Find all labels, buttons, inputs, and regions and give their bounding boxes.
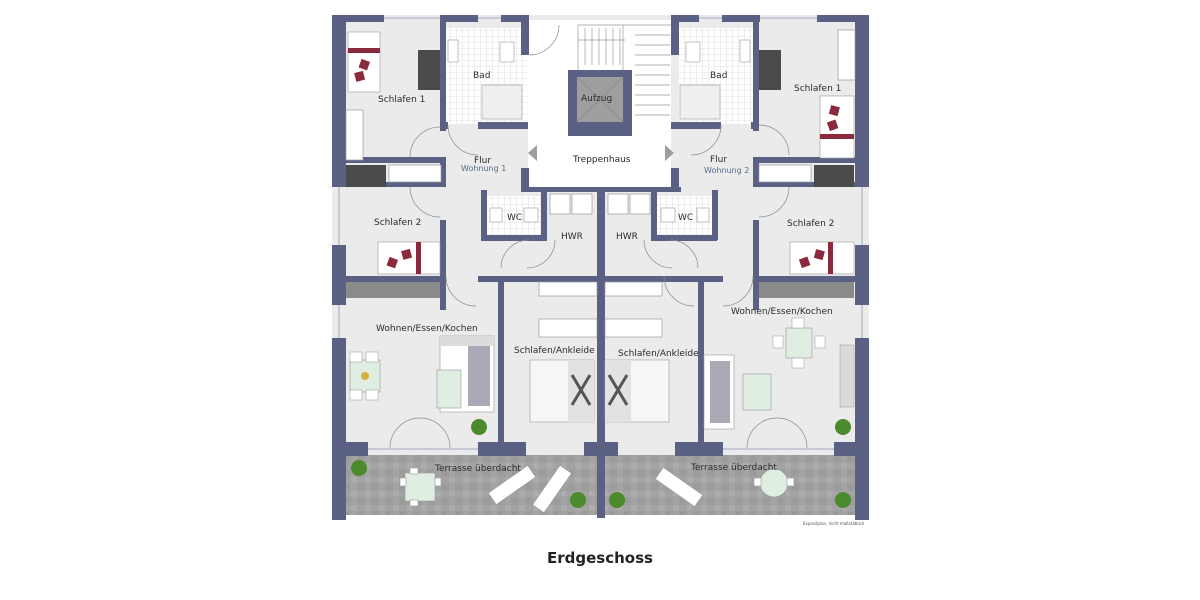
room-label-left-schlafen2: Schlafen 2 bbox=[374, 218, 421, 228]
plants bbox=[351, 372, 851, 508]
room-label-right-hwr: HWR bbox=[616, 232, 638, 242]
room-label-aufzug: Aufzug bbox=[581, 94, 612, 104]
room-label-right-wohnen: Wohnen/Essen/Kochen bbox=[731, 307, 833, 317]
room-label-right-ankleide: Schlafen/Ankleide bbox=[618, 349, 699, 359]
room-label-left-flur: Flur bbox=[474, 156, 491, 166]
arrow-left-icon bbox=[528, 145, 537, 161]
doors bbox=[389, 24, 808, 449]
room-label-left-flur-sub: Wohnung 1 bbox=[461, 164, 506, 173]
pillows bbox=[354, 58, 840, 269]
elevator-cross bbox=[576, 76, 624, 123]
room-label-right-schlafen2: Schlafen 2 bbox=[787, 219, 834, 229]
walls bbox=[332, 15, 869, 520]
right-kitchen-wall-counter bbox=[839, 344, 855, 408]
desks bbox=[346, 50, 854, 187]
room-label-treppenhaus: Treppenhaus bbox=[572, 155, 631, 165]
room-label-left-terrasse: Terrasse überdacht bbox=[434, 464, 521, 474]
living-furniture bbox=[349, 317, 826, 430]
arrow-right-icon bbox=[665, 145, 674, 161]
room-label-left-wohnen: Wohnen/Essen/Kochen bbox=[376, 324, 478, 334]
left-kitchen-counter bbox=[346, 282, 441, 298]
room-labels: Schlafen 1 Bad Aufzug Bad Schlafen 1 Flu… bbox=[374, 71, 841, 474]
footnote: Exposéplan, nicht maßstäblich bbox=[803, 521, 865, 526]
bath-fixtures bbox=[447, 39, 751, 223]
room-label-right-terrasse: Terrasse überdacht bbox=[690, 463, 777, 473]
room-label-left-bad: Bad bbox=[473, 71, 490, 81]
right-kitchen-counter bbox=[758, 282, 854, 298]
room-label-left-schlafen1: Schlafen 1 bbox=[378, 95, 425, 105]
room-label-right-flur: Flur bbox=[710, 155, 727, 165]
room-label-left-ankleide: Schlafen/Ankleide bbox=[514, 346, 595, 356]
room-label-right-flur-sub: Wohnung 2 bbox=[704, 166, 749, 175]
wardrobes bbox=[345, 29, 856, 338]
room-label-right-schlafen1: Schlafen 1 bbox=[794, 84, 841, 94]
room-label-right-wc: WC bbox=[678, 213, 693, 223]
laundry-machines bbox=[549, 193, 651, 215]
windows bbox=[338, 17, 863, 450]
terrace-furniture bbox=[399, 464, 795, 514]
room-label-right-bad: Bad bbox=[710, 71, 727, 81]
floor-title: Erdgeschoss bbox=[547, 549, 653, 567]
room-label-left-wc: WC bbox=[507, 213, 522, 223]
room-label-left-hwr: HWR bbox=[561, 232, 583, 242]
